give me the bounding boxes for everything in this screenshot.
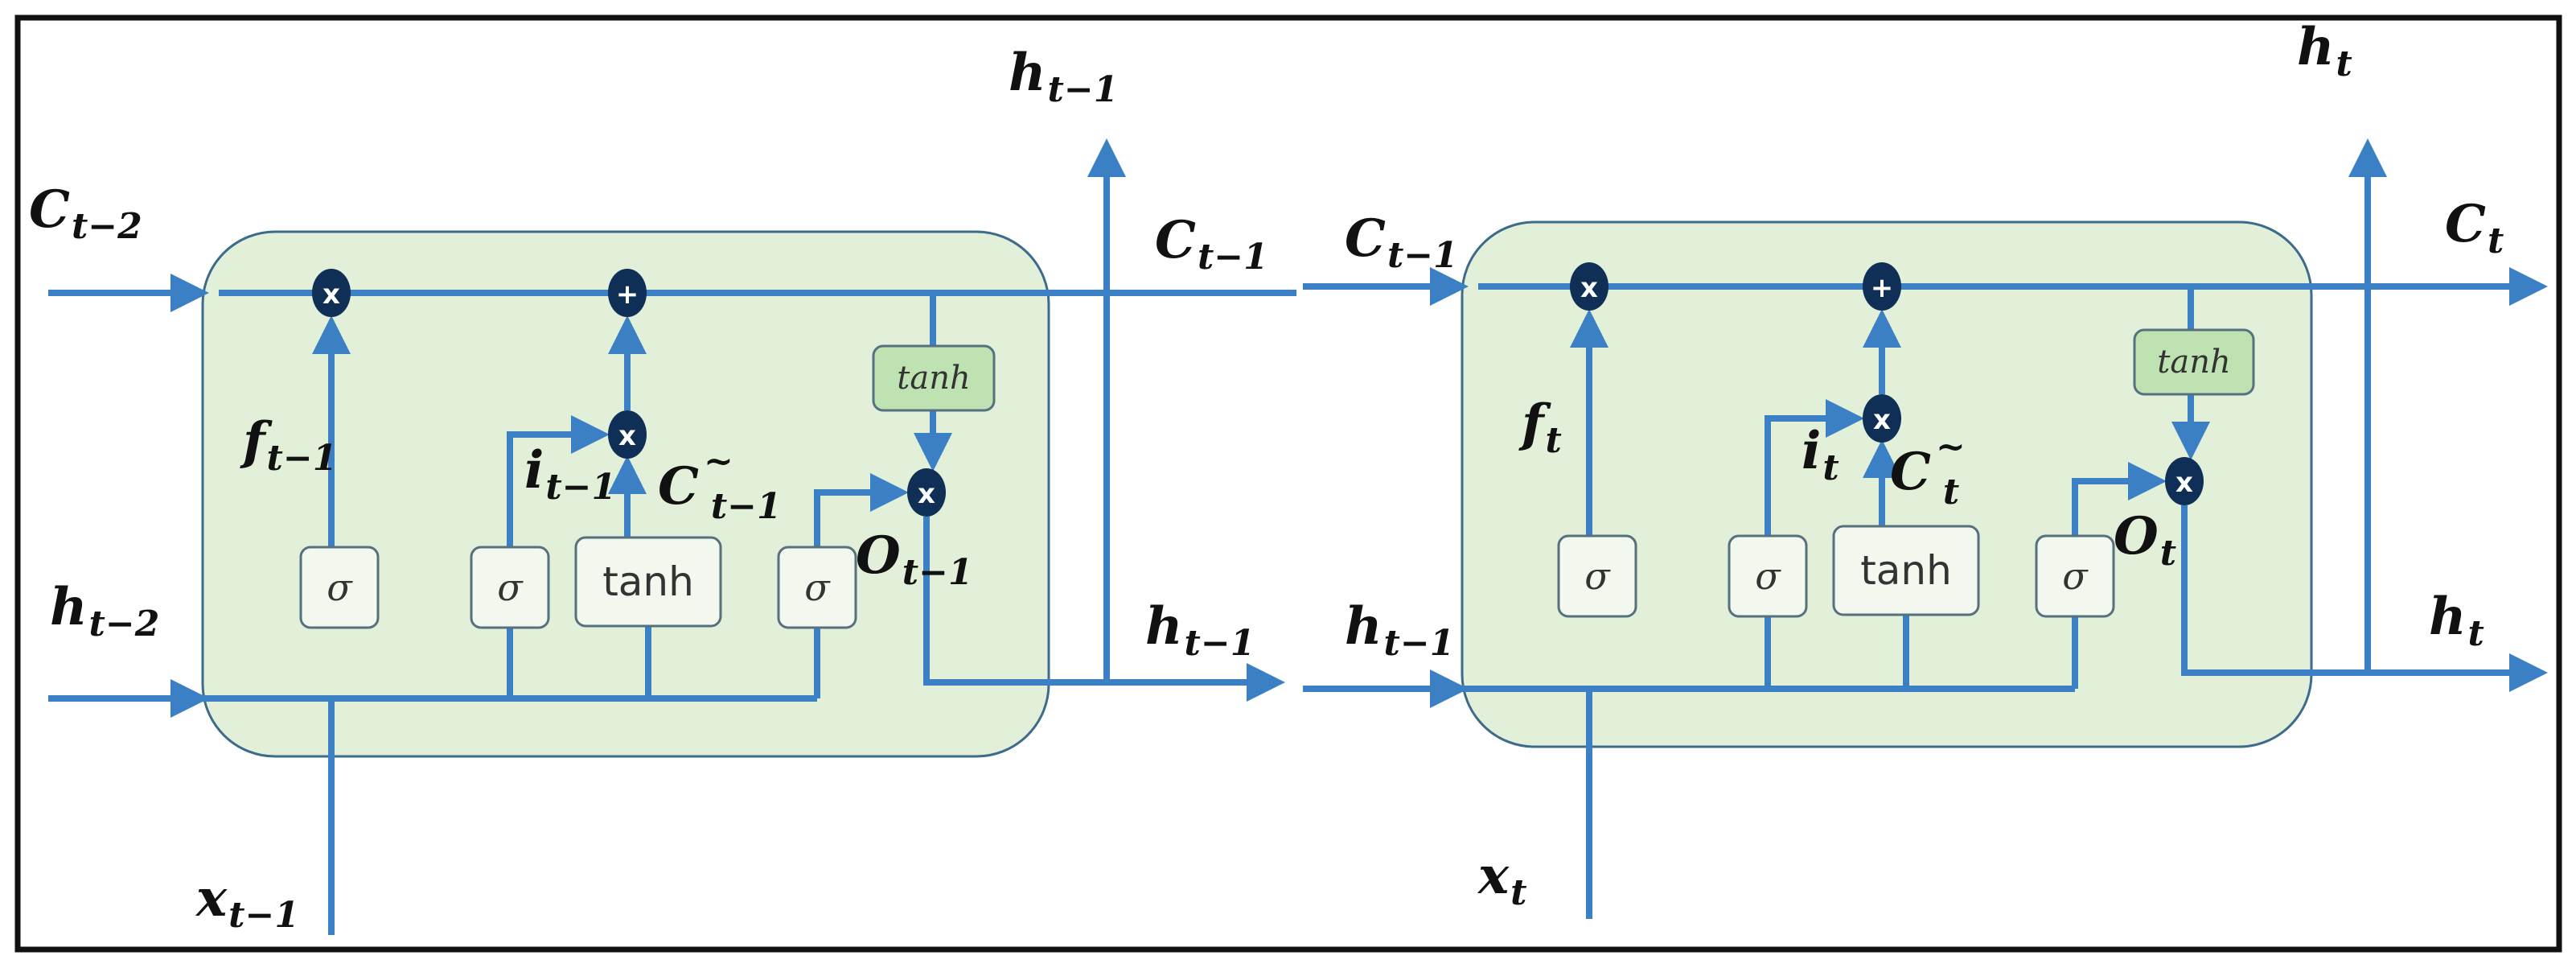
output-gate-path bbox=[814, 473, 909, 547]
label-cell-state-out: Ct bbox=[2445, 194, 2504, 262]
input-multiply-op-symbol: x bbox=[618, 420, 636, 452]
output-multiply-op bbox=[2165, 457, 2204, 505]
label-hidden-out-top: ht−1 bbox=[1009, 43, 1118, 110]
label-hidden-in: ht−2 bbox=[50, 577, 159, 645]
label-candidate: C~t−1 bbox=[658, 441, 782, 527]
input-gate-path bbox=[1765, 399, 1864, 536]
input-multiply-op bbox=[608, 410, 647, 459]
input-sigma-gate bbox=[470, 546, 550, 629]
output-sigma-gate-label: σ bbox=[2062, 554, 2089, 598]
output-sigma-gate bbox=[777, 546, 857, 629]
cell-add-op bbox=[608, 269, 647, 317]
input-multiply-op-symbol: x bbox=[1873, 404, 1891, 436]
label-output-gate: Ot bbox=[2114, 506, 2176, 574]
label-candidate: C~t bbox=[1890, 426, 1966, 513]
label-hidden-in: ht−1 bbox=[1345, 596, 1454, 664]
forget-multiply-op bbox=[312, 269, 351, 317]
output-sigma-gate-label: σ bbox=[804, 566, 831, 609]
label-hidden-out-right: ht bbox=[2429, 587, 2484, 654]
forget-multiply-op-symbol: x bbox=[1580, 272, 1598, 304]
forget-multiply-op-symbol: x bbox=[323, 278, 340, 311]
cell-add-op-symbol: + bbox=[1871, 272, 1894, 304]
label-forget-gate: ft bbox=[1518, 393, 1562, 461]
candidate-tanh-gate-label: tanh bbox=[1860, 547, 1952, 594]
label-output-gate: Ot−1 bbox=[856, 525, 973, 593]
candidate-tanh-gate-label: tanh bbox=[602, 558, 694, 605]
cell-add-op bbox=[1863, 262, 1901, 311]
forget-sigma-gate-label: σ bbox=[1584, 554, 1611, 598]
output-tanh-gate-label: tanh bbox=[2157, 344, 2230, 381]
output-gate-path bbox=[2072, 462, 2167, 536]
output-multiply-op bbox=[907, 468, 946, 517]
output-tanh-gate bbox=[872, 344, 996, 412]
label-input-x: xt bbox=[1477, 846, 1526, 913]
input-sigma-gate-label: σ bbox=[1755, 554, 1781, 598]
hidden-output-path bbox=[923, 517, 1285, 702]
label-hidden-out-top: ht bbox=[2297, 17, 2352, 84]
forget-sigma-gate-label: σ bbox=[327, 566, 353, 609]
input-sigma-gate-label: σ bbox=[497, 566, 524, 609]
input-multiply-op bbox=[1863, 394, 1901, 443]
output-multiply-op-symbol: x bbox=[918, 478, 935, 510]
label-input-x: xt−1 bbox=[195, 868, 299, 936]
label-cell-state-out: Ct−1 bbox=[1155, 210, 1268, 278]
candidate-tanh-gate bbox=[574, 536, 722, 628]
cell-add-op-symbol: + bbox=[616, 278, 639, 311]
output-tanh-gate bbox=[2133, 328, 2255, 396]
label-hidden-out-right: ht−1 bbox=[1145, 596, 1255, 664]
lstm-cell-2: x + x x σ σ σ tanh tanh Ct−1 ht−1 xt Ct ht ht ft it C~tOt bbox=[1303, 17, 2548, 919]
label-cell-state-in: Ct−1 bbox=[1345, 208, 1458, 276]
output-tanh-gate-label: tanh bbox=[897, 360, 970, 397]
candidate-tanh-gate bbox=[1832, 525, 1980, 616]
forget-multiply-op bbox=[1570, 262, 1608, 311]
output-sigma-gate bbox=[2035, 534, 2115, 618]
diagram-frame bbox=[14, 14, 2562, 953]
hidden-output-path bbox=[2181, 505, 2548, 692]
output-multiply-op-symbol: x bbox=[2175, 467, 2193, 499]
label-input-gate: it−1 bbox=[524, 440, 616, 508]
forget-sigma-gate bbox=[1557, 534, 1637, 618]
label-input-gate: it bbox=[1802, 421, 1839, 488]
forget-sigma-gate bbox=[299, 546, 380, 629]
input-gate-path bbox=[507, 415, 610, 547]
input-sigma-gate bbox=[1728, 534, 1808, 618]
label-cell-state-in: Ct−2 bbox=[29, 179, 142, 247]
